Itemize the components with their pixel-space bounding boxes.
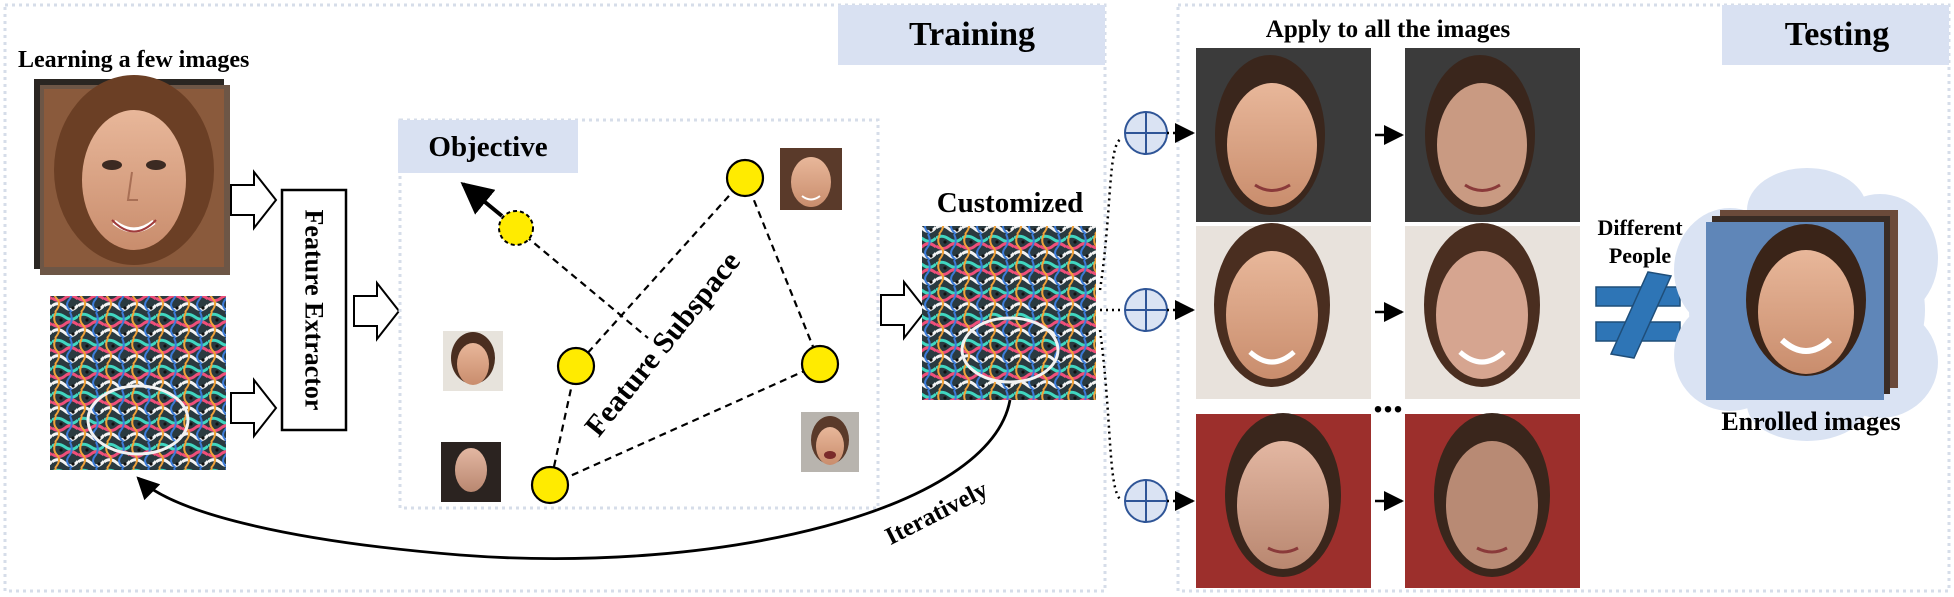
objective-direction-arrow [460,181,504,218]
testing-title: Testing [1785,16,1890,53]
training-title: Training [909,16,1035,53]
objective-header [398,120,578,173]
test-face-original-2 [1196,223,1371,399]
thumbnail-face-top-right [780,148,842,210]
objective-node [498,210,534,246]
subspace-region [398,118,880,510]
iteration-loop-arrow [136,399,1012,560]
feature-extractor-box [280,188,348,432]
test-face-protected-3 [1405,413,1580,588]
feature-subspace-label: Feature Subspace [578,245,746,442]
plus-to-original-arrows [1167,123,1195,511]
block-arrow-noise-to-extractor [230,377,278,439]
test-face-protected-2 [1405,223,1580,399]
customized-label: Customized [937,187,1084,219]
subspace-node-right [800,344,840,384]
people-label: People [1609,243,1672,268]
thumbnail-face-bottom-left [441,442,501,502]
apply-label: Apply to all the images [1266,16,1511,43]
block-arrow-face-to-extractor [230,169,278,231]
training-header [838,5,1105,65]
add-circle-1 [1124,111,1168,155]
subspace-node-top [725,158,765,198]
branch-arrows [1098,137,1122,501]
block-arrow-to-customized [880,279,928,341]
enrolled-label: Enrolled images [1721,407,1900,436]
test-face-original-1 [1196,48,1371,222]
testing-header [1722,5,1949,65]
testing-panel-border [1176,3,1951,593]
add-circle-3 [1124,479,1168,523]
feature-extractor-label: Feature Extractor [300,210,329,411]
training-panel: Training Learning a few images Feature E… [3,3,1107,593]
thumbnail-face-left [443,331,503,391]
original-to-protected-arrows [1375,125,1404,511]
testing-panel: Testing Apply to all the images [1124,3,1951,593]
objective-label: Objective [428,131,547,163]
enrolled-face-stack [1706,210,1898,400]
iteratively-label: Iteratively [881,476,993,551]
thumbnail-face-bottom-right [801,412,859,472]
training-face-photo [34,75,230,275]
subspace-edges [515,177,822,487]
test-face-protected-1 [1405,48,1580,222]
customized-noise-image [922,226,1096,400]
subspace-node-bottom [530,465,570,505]
training-panel-border [3,3,1107,593]
subspace-node-left [556,346,596,386]
ellipsis-label: ... [1373,376,1403,421]
test-face-original-3 [1196,413,1371,588]
training-noise-image [50,296,226,470]
learning-label: Learning a few images [18,47,249,73]
noise-face-hint [86,384,190,456]
customized-face-hint [960,316,1060,384]
add-circle-2 [1124,288,1168,332]
not-equal-icon [1595,271,1681,359]
block-arrow-extractor-to-subspace [353,280,401,342]
different-label: Different [1597,215,1683,240]
